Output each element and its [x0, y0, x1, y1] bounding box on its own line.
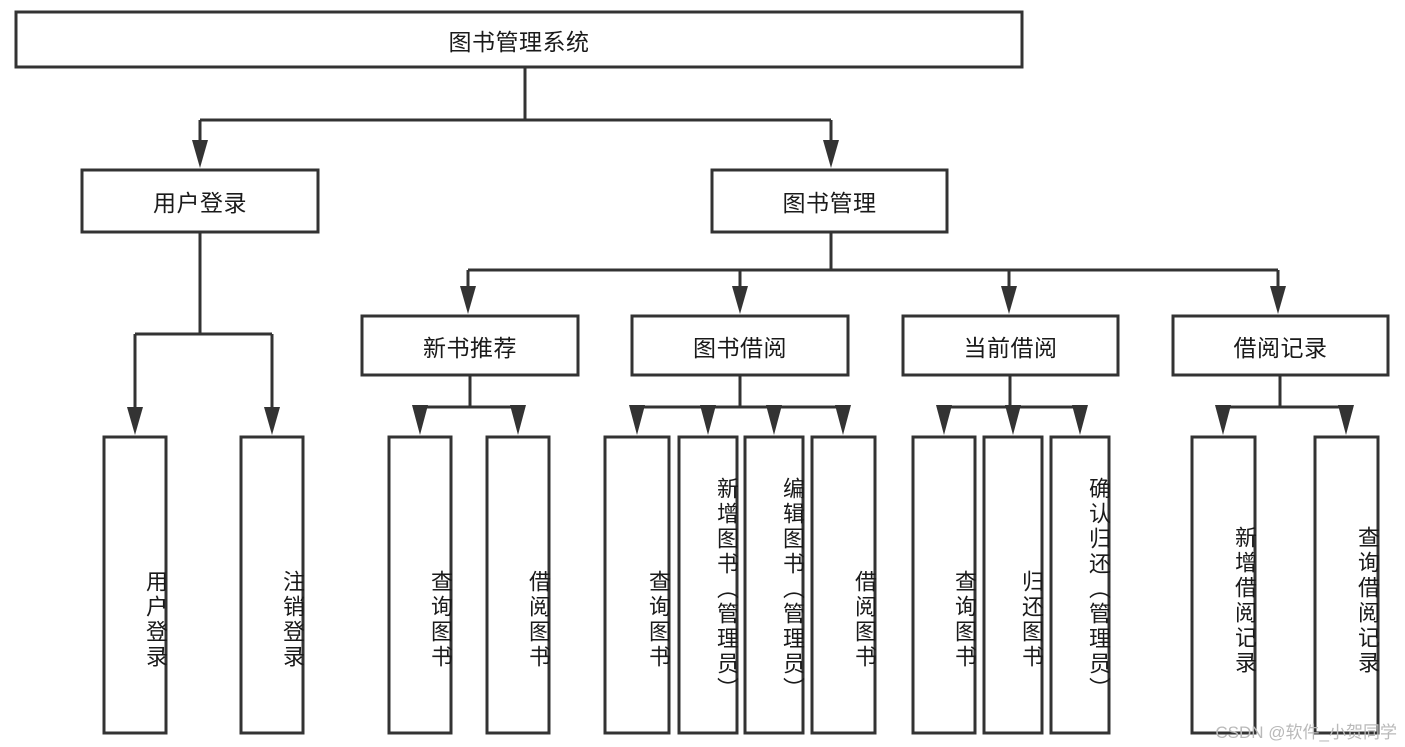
leaf-add-book-box[interactable]	[677, 435, 739, 735]
leaf-user-login-box[interactable]	[102, 435, 168, 735]
arrow-to-leaf-query-record	[1338, 405, 1354, 435]
arrow-to-leaf-add-book	[700, 405, 716, 435]
leaf-query-book-2-box[interactable]	[603, 435, 671, 735]
arrow-to-leaf-user-login	[127, 407, 143, 435]
leaf-query-book-1-box[interactable]	[387, 435, 453, 735]
leaf-query-record-box[interactable]	[1313, 435, 1380, 735]
arrow-to-leaf-query-book-1	[412, 405, 428, 435]
watermark-text: CSDN @软件_小贺同学	[1215, 723, 1397, 742]
connector-book-manage-to-level3	[460, 232, 1286, 314]
arrow-to-leaf-query-book-2	[629, 405, 645, 435]
arrow-to-book-manage	[823, 140, 839, 168]
arrow-to-leaf-confirm-return	[1072, 405, 1088, 435]
arrow-to-leaf-user-logout	[264, 407, 280, 435]
arrow-to-leaf-borrow-book-2	[835, 405, 851, 435]
arrow-to-leaf-borrow-book-1	[510, 405, 526, 435]
node-user-login-box[interactable]	[80, 168, 320, 234]
node-new-book-recommend-box[interactable]	[360, 314, 580, 377]
connector-current-borrow-to-leaves	[936, 375, 1088, 435]
arrow-to-new-book-recommend	[460, 286, 476, 314]
leaf-borrow-book-1-box[interactable]	[485, 435, 551, 735]
connector-user-login-to-leaves	[127, 232, 280, 435]
node-book-manage-box[interactable]	[710, 168, 949, 234]
arrow-to-leaf-query-book-3	[936, 405, 952, 435]
connector-root-to-level2	[192, 67, 839, 168]
leaf-borrow-book-2-box[interactable]	[810, 435, 877, 735]
connector-book-borrow-to-leaves	[629, 375, 851, 435]
arrow-to-book-borrow	[732, 286, 748, 314]
node-borrow-record-box[interactable]	[1171, 314, 1390, 377]
arrow-to-borrow-record	[1270, 286, 1286, 314]
leaf-edit-book-box[interactable]	[743, 435, 805, 735]
leaf-confirm-return-box[interactable]	[1049, 435, 1111, 735]
arrow-to-leaf-return-book	[1005, 405, 1021, 435]
arrow-to-current-borrow	[1001, 286, 1017, 314]
node-root-box[interactable]	[14, 10, 1024, 69]
arrow-to-leaf-add-record	[1215, 405, 1231, 435]
connector-borrow-record-to-leaves	[1215, 375, 1354, 435]
leaf-query-book-3-box[interactable]	[911, 435, 977, 735]
leaf-user-logout-box[interactable]	[239, 435, 305, 735]
node-book-borrow-box[interactable]	[630, 314, 850, 377]
arrow-to-leaf-edit-book	[766, 405, 782, 435]
leaf-return-book-box[interactable]	[982, 435, 1044, 735]
leaf-add-record-box[interactable]	[1190, 435, 1257, 735]
connector-new-book-recommend-to-leaves	[412, 375, 526, 435]
arrow-to-user-login	[192, 140, 208, 168]
node-current-borrow-box[interactable]	[901, 314, 1120, 377]
